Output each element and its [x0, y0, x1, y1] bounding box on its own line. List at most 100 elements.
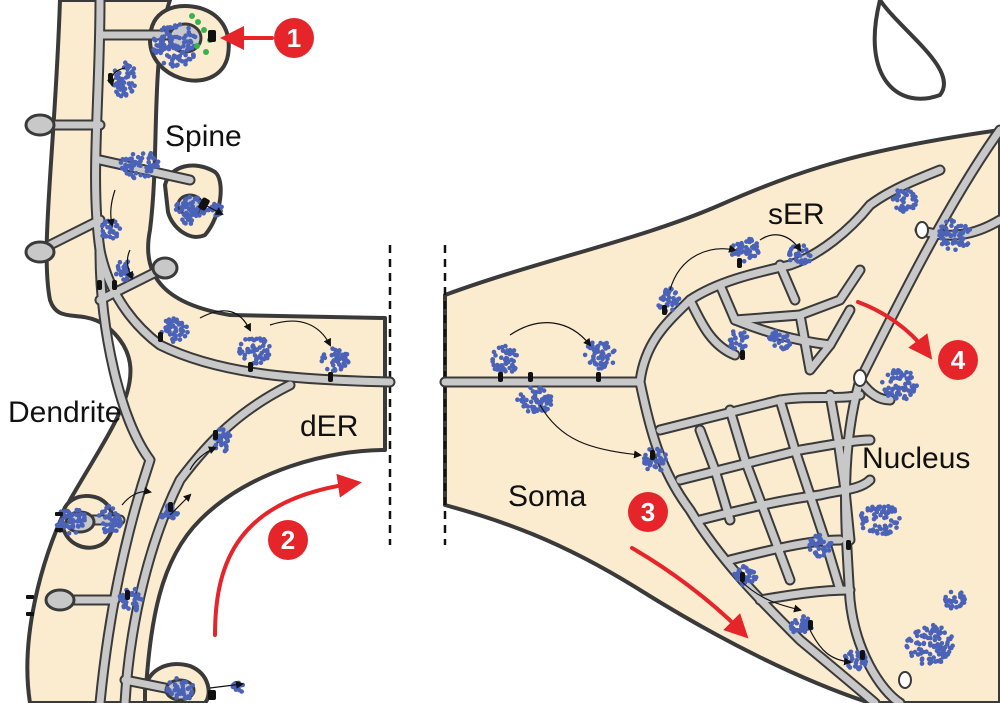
- calcium-particle: [865, 508, 871, 513]
- calcium-particle: [104, 528, 110, 533]
- calcium-particle: [114, 75, 119, 81]
- calcium-particle: [818, 540, 823, 545]
- calcium-particle: [816, 546, 822, 551]
- calcium-particle: [908, 189, 914, 195]
- calcium-particle: [670, 307, 675, 313]
- calcium-particle: [123, 60, 128, 65]
- calcium-particle: [151, 47, 156, 52]
- calcium-particle: [791, 244, 797, 249]
- calcium-particle: [222, 441, 228, 446]
- calcium-particle: [177, 691, 183, 697]
- calcium-particle: [507, 365, 512, 371]
- calcium-particle: [894, 520, 900, 526]
- calcium-particle: [181, 688, 186, 694]
- calcium-particle: [878, 526, 883, 532]
- calcium-particle: [893, 194, 899, 200]
- arrow-2: [213, 473, 362, 637]
- calcium-particle: [159, 34, 165, 40]
- calcium-particle: [182, 333, 188, 339]
- calcium-particle: [731, 243, 736, 248]
- calcium-particle: [252, 353, 258, 358]
- calcium-particle: [261, 340, 267, 345]
- calcium-particle: [863, 515, 869, 521]
- calcium-particle: [124, 271, 130, 277]
- calcium-particle: [643, 452, 648, 458]
- calcium-particle: [938, 659, 944, 664]
- calcium-particle: [534, 397, 539, 403]
- calcium-particle: [958, 603, 963, 608]
- calcium-particle: [172, 23, 178, 28]
- calcium-particle: [802, 629, 808, 635]
- annotation-arrows: [213, 26, 933, 639]
- calcium-particle: [146, 156, 151, 161]
- calcium-particle: [657, 449, 662, 454]
- calcium-particle: [751, 243, 757, 249]
- calcium-particle: [881, 506, 886, 512]
- calcium-particle: [907, 380, 912, 386]
- calcium-particle: [821, 545, 827, 550]
- calcium-particle: [117, 70, 122, 76]
- calcium-particle: [930, 622, 936, 628]
- calcium-particle: [331, 358, 337, 363]
- calcium-particle: [901, 196, 907, 201]
- calcium-particle: [61, 513, 67, 518]
- calcium-particle: [663, 452, 668, 458]
- calcium-particle: [595, 349, 601, 354]
- calcium-particle: [111, 230, 117, 235]
- calcium-particle: [880, 379, 885, 385]
- calcium-particle: [657, 305, 663, 310]
- calcium-particle: [100, 233, 105, 238]
- calcium-particle: [175, 511, 180, 516]
- calcium-particle: [941, 240, 946, 246]
- calcium-particle: [243, 337, 248, 342]
- calcium-particle: [66, 531, 72, 536]
- calcium-particle: [336, 349, 342, 354]
- calcium-particle: [885, 372, 891, 378]
- calcium-particle: [894, 205, 899, 211]
- calcium-particle: [524, 397, 529, 403]
- calcium-particle: [909, 653, 915, 658]
- calcium-particle: [219, 204, 224, 210]
- calcium-particle: [170, 64, 175, 69]
- calcium-particle: [173, 319, 179, 324]
- calcium-particle: [793, 618, 798, 623]
- calcium-particle: [947, 645, 953, 651]
- calcium-particle: [154, 43, 159, 48]
- calcium-particle: [937, 636, 942, 642]
- calcium-particle: [935, 649, 941, 654]
- calcium-particle: [330, 368, 336, 374]
- calcium-particle: [803, 624, 808, 630]
- nuclear-pores: [853, 221, 929, 689]
- calcium-particle: [246, 336, 252, 342]
- calcium-particle: [160, 47, 165, 53]
- calcium-particle: [174, 203, 179, 208]
- marker-3: 3: [628, 492, 668, 532]
- calcium-particle: [892, 507, 897, 512]
- calcium-particle: [729, 341, 735, 347]
- calcium-particle: [512, 352, 518, 358]
- calcium-particle: [743, 343, 748, 349]
- calcium-particle: [937, 629, 943, 634]
- calcium-particle: [96, 513, 102, 518]
- er-channels: [26, 30, 865, 700]
- calcium-particle: [140, 151, 146, 156]
- calcium-particle: [76, 524, 81, 529]
- calcium-particle: [181, 44, 186, 49]
- calcium-particle: [948, 589, 954, 595]
- calcium-particle: [342, 352, 348, 357]
- calcium-particle: [102, 219, 108, 225]
- marker-2-number: 2: [281, 525, 295, 555]
- calcium-particle: [168, 319, 173, 325]
- calcium-particle: [528, 385, 533, 391]
- calcium-particle: [874, 509, 880, 515]
- calcium-particle: [515, 397, 520, 403]
- calcium-particle: [151, 156, 157, 161]
- label-der: dER: [300, 410, 358, 443]
- arrow-4: [856, 300, 933, 360]
- calcium-particle: [739, 250, 744, 255]
- calcium-particle: [776, 340, 782, 346]
- calcium-particle: [189, 45, 195, 51]
- calcium-particle: [511, 348, 517, 353]
- calcium-particle: [800, 620, 806, 625]
